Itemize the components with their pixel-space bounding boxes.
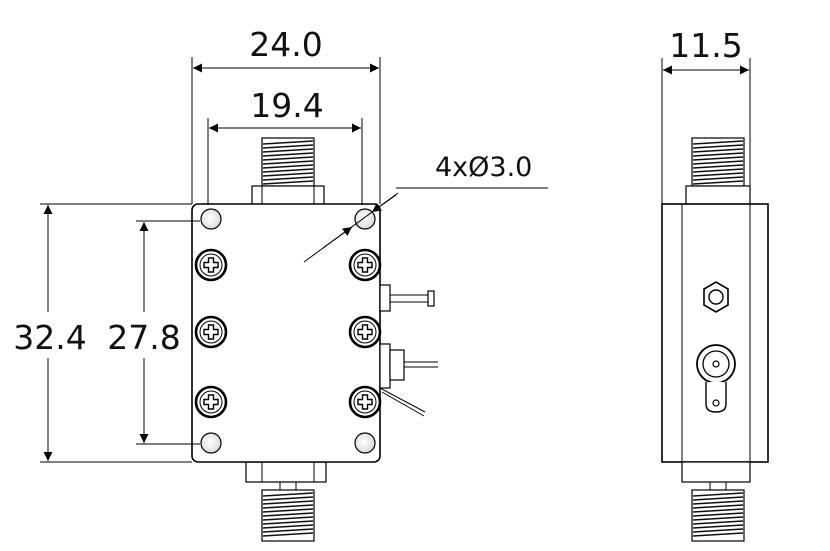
thread-line: [692, 160, 744, 165]
thread-line: [262, 524, 314, 529]
side-view: 11.5: [661, 26, 769, 542]
thread-line: [692, 180, 744, 185]
thread-line: [262, 160, 314, 165]
thread-line: [692, 500, 744, 505]
screw-icon: [194, 385, 228, 419]
dim-overall-width: 24.0: [191, 25, 381, 204]
dim-hole-spacing-width: 19.4: [207, 86, 363, 205]
thread-line: [692, 520, 744, 525]
thread-line: [692, 168, 744, 173]
thread-line: [262, 144, 314, 149]
thread-line: [262, 168, 314, 173]
dim-label-overall-width: 24.0: [249, 25, 322, 64]
feedthrough: [696, 344, 736, 413]
thread-line: [262, 140, 314, 145]
thread-line: [262, 504, 314, 509]
mounting-hole: [354, 432, 376, 454]
thread-line: [262, 492, 314, 497]
screw-icon: [194, 315, 228, 349]
mounting-hole: [200, 208, 222, 230]
dim-label-hole-spacing-height: 27.8: [107, 318, 180, 357]
side-pin-top: [379, 284, 435, 312]
thread-line: [262, 180, 314, 185]
thread-line: [262, 164, 314, 169]
screw-icon: [348, 385, 382, 419]
thread-line: [692, 504, 744, 509]
thread-line: [692, 172, 744, 177]
mounting-hole: [200, 432, 222, 454]
screw-icon: [348, 248, 382, 282]
thread-line: [692, 140, 744, 145]
dim-label-hole-diameter: 4xØ3.0: [435, 152, 532, 183]
thread-line: [692, 532, 744, 537]
thread-line: [692, 144, 744, 149]
thread-line: [692, 152, 744, 157]
thread-line: [262, 156, 314, 161]
thread-line: [262, 516, 314, 521]
thread-line: [692, 528, 744, 533]
thread-line: [262, 520, 314, 525]
dim-overall-height: 32.4: [8, 203, 192, 463]
screw-icon: [194, 248, 228, 282]
thread-line: [692, 148, 744, 153]
thread-line: [262, 508, 314, 513]
front-view: 24.0 19.4 32.4 27.8: [8, 25, 548, 542]
side-wire: [379, 387, 426, 417]
screws: [194, 248, 382, 419]
thread-line: [262, 176, 314, 181]
side-body: [661, 203, 769, 463]
dim-label-overall-height: 32.4: [13, 318, 86, 357]
thread-line: [692, 164, 744, 169]
top-connector: [251, 137, 325, 207]
side-bottom-connector: [681, 461, 751, 542]
thread-line: [262, 532, 314, 537]
side-top-connector: [685, 137, 751, 207]
dim-label-depth: 11.5: [669, 26, 742, 65]
thread-line: [262, 528, 314, 533]
dim-label-hole-spacing-width: 19.4: [250, 86, 323, 125]
thread-line: [262, 512, 314, 517]
thread-line: [692, 512, 744, 517]
dim-hole-diameter: 4xØ3.0: [303, 152, 548, 263]
dim-hole-spacing-height: 27.8: [102, 220, 200, 445]
thread-line: [692, 524, 744, 529]
thread-line: [262, 172, 314, 177]
screw-icon: [348, 315, 382, 349]
thread-line: [692, 156, 744, 161]
thread-line: [692, 508, 744, 513]
thread-line: [262, 496, 314, 501]
bottom-connector: [245, 461, 327, 542]
thread-line: [262, 500, 314, 505]
thread-line: [692, 516, 744, 521]
dim-depth: 11.5: [661, 26, 751, 204]
thread-line: [692, 496, 744, 501]
thread-line: [262, 152, 314, 157]
hex-nut: [703, 281, 729, 313]
thread-line: [692, 176, 744, 181]
thread-line: [262, 148, 314, 153]
side-pin-middle: [379, 343, 438, 389]
thread-line: [692, 492, 744, 497]
